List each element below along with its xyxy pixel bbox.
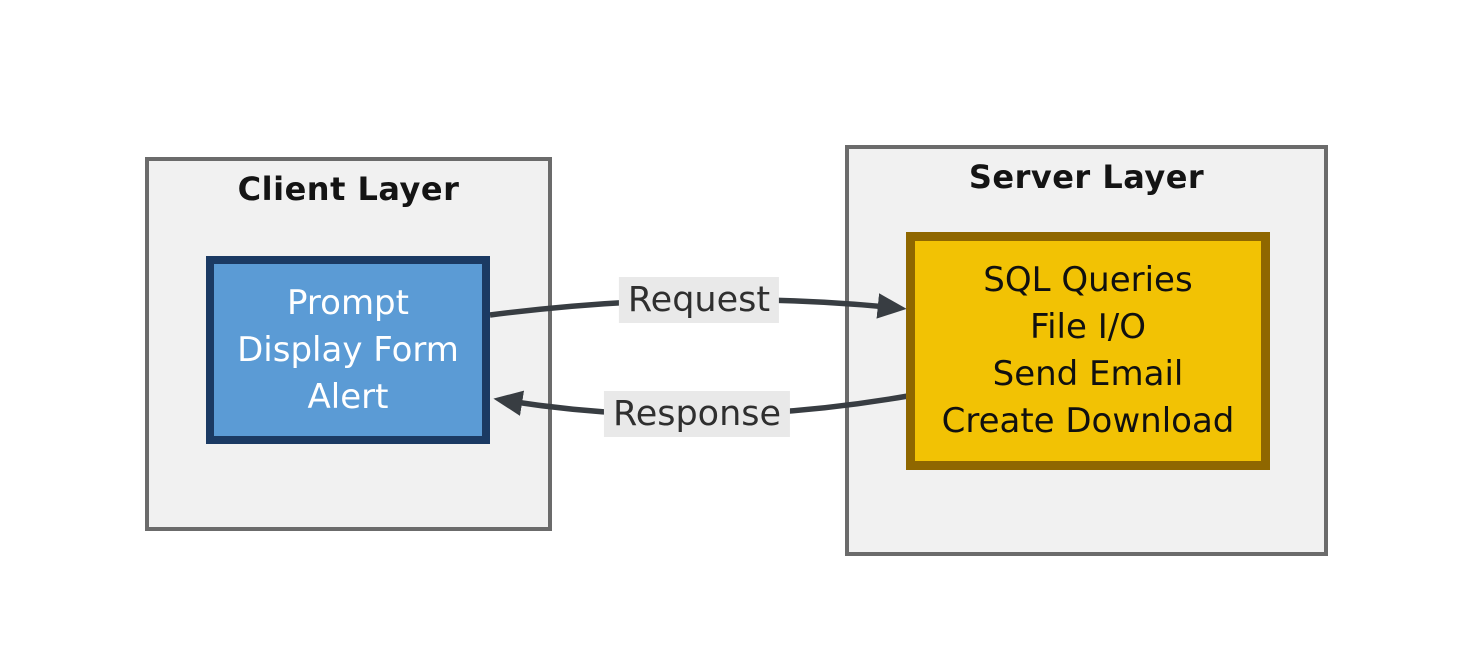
server-box-line: SQL Queries [983, 260, 1193, 300]
request-arrow-label: Request [618, 277, 780, 323]
response-arrow-label: Response [603, 391, 791, 437]
client-box-line: Prompt [287, 282, 409, 323]
server-box-line: Create Download [941, 401, 1235, 441]
client-box-line: Alert [307, 376, 389, 417]
client-layer-title: Client Layer [237, 170, 460, 208]
server-box-line: File I/O [1030, 307, 1146, 347]
client-box-line: Display Form [237, 329, 459, 370]
server-layer-title: Server Layer [968, 158, 1205, 196]
server-box-line: Send Email [992, 354, 1184, 394]
client-functions-box: Prompt Display Form Alert [206, 256, 490, 444]
server-functions-box: SQL Queries File I/O Send Email Create D… [906, 232, 1270, 470]
